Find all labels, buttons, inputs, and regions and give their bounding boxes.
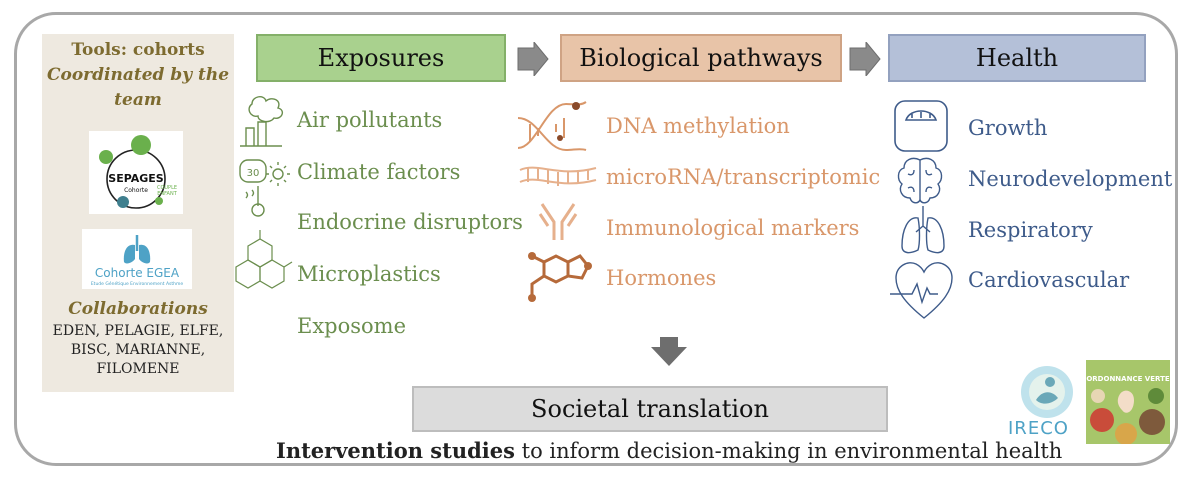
egea-logo: Cohorte EGEA Etude Génétique Environneme… bbox=[82, 229, 192, 289]
collab-line: FILOMENE bbox=[96, 361, 180, 377]
health-item: Growth bbox=[968, 116, 1048, 140]
tools-subtitle: Coordinated by the team bbox=[46, 65, 230, 110]
collaborations-list: EDEN, PELAGIE, ELFE, BISC, MARIANNE, FIL… bbox=[42, 322, 234, 379]
pathways-header: Biological pathways bbox=[560, 34, 842, 82]
chemical-structure-icon bbox=[235, 230, 293, 289]
tools-title: Tools: cohorts bbox=[71, 40, 205, 60]
exposure-item: Exposome bbox=[297, 314, 407, 338]
svg-text:COUPLE: COUPLE bbox=[157, 185, 177, 191]
pathway-item: Immunological markers bbox=[606, 216, 860, 240]
ireco-label: IRECO bbox=[1008, 418, 1069, 439]
health-item: Cardiovascular bbox=[968, 268, 1130, 292]
antibody-icon bbox=[538, 203, 578, 240]
ireco-logo bbox=[1021, 366, 1073, 418]
tools-panel: Tools: cohorts Coordinated by the team S… bbox=[42, 34, 234, 392]
ordonnance-verte-cover: ORDONNANCE VERTE bbox=[1086, 360, 1170, 444]
svg-text:Cohorte EGEA: Cohorte EGEA bbox=[95, 266, 180, 280]
health-item: Neurodevelopment bbox=[968, 167, 1173, 191]
chevron-right-icon bbox=[517, 42, 549, 76]
intervention-rest: to inform decision-making in environment… bbox=[514, 439, 1063, 463]
heart-pulse-icon bbox=[890, 262, 953, 319]
sepages-logo: SEPAGES Cohorte COUPLE ENFANT bbox=[89, 131, 183, 214]
exposure-item: Climate factors bbox=[297, 160, 461, 184]
svg-text:ENFANT: ENFANT bbox=[157, 191, 177, 197]
pathway-item: DNA methylation bbox=[606, 114, 790, 138]
microrna-icon bbox=[519, 166, 597, 186]
collab-line: BISC, MARIANNE, bbox=[70, 342, 206, 358]
thermometer-sun-icon: 30 bbox=[239, 159, 290, 217]
arrow-down-icon bbox=[651, 337, 687, 366]
societal-translation-box: Societal translation bbox=[412, 386, 888, 432]
scale-icon bbox=[894, 100, 948, 152]
intervention-text: Intervention studies to inform decision-… bbox=[276, 438, 1062, 463]
svg-text:Cohorte: Cohorte bbox=[124, 187, 148, 194]
health-header: Health bbox=[888, 34, 1146, 82]
collab-line: EDEN, PELAGIE, ELFE, bbox=[52, 323, 224, 339]
svg-text:Etude Génétique Environnement: Etude Génétique Environnement Asthme bbox=[91, 280, 184, 287]
svg-text:30: 30 bbox=[247, 168, 260, 179]
svg-text:SEPAGES: SEPAGES bbox=[108, 172, 164, 185]
exposure-item: Endocrine disruptors bbox=[297, 210, 523, 234]
collaborations-title: Collaborations bbox=[68, 299, 208, 319]
dna-icon bbox=[517, 101, 587, 152]
intervention-bold: Intervention studies bbox=[276, 438, 515, 463]
exposure-item: Air pollutants bbox=[297, 108, 443, 132]
exposure-item: Microplastics bbox=[297, 262, 441, 286]
ordonnance-verte-title: ORDONNANCE VERTE bbox=[1086, 375, 1170, 383]
exposures-header: Exposures bbox=[256, 34, 506, 82]
lungs-icon bbox=[901, 206, 945, 254]
pathway-item: Hormones bbox=[606, 266, 717, 290]
factory-smoke-icon bbox=[240, 96, 284, 147]
pathway-item: microRNA/transcriptomic bbox=[606, 165, 881, 189]
health-item: Respiratory bbox=[968, 218, 1093, 242]
hormone-molecule-icon bbox=[528, 252, 592, 302]
brain-icon bbox=[897, 157, 943, 204]
chevron-right-icon bbox=[849, 42, 881, 76]
